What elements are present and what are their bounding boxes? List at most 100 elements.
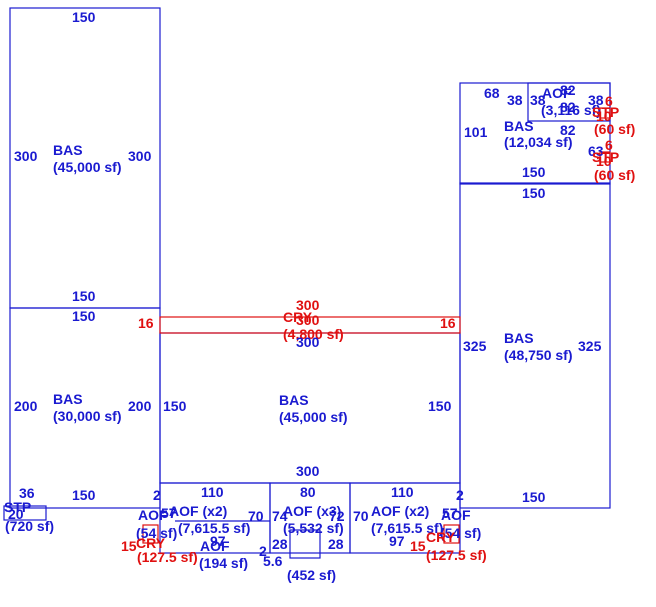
room-area: (12,034 sf): [504, 134, 572, 150]
dim-label: 20: [8, 506, 24, 522]
dim-label: 70: [353, 508, 369, 524]
dim-label: 10: [596, 108, 612, 124]
dim-label: 300: [296, 463, 320, 479]
room-area: (127.5 sf): [137, 549, 198, 565]
dim-label: 150: [72, 288, 96, 304]
dim-label: 57: [442, 505, 458, 521]
dim-label: 6: [605, 93, 613, 109]
dim-label: 110: [391, 484, 414, 500]
dim-label: 2: [259, 543, 267, 559]
dim-label: 38: [507, 92, 523, 108]
room-area: (60 sf): [594, 121, 635, 137]
room-label: BAS: [279, 392, 309, 408]
aof-bottom-center-small-outline: [289, 529, 321, 559]
cry-left-outline: [142, 524, 159, 544]
room-label: BAS: [504, 330, 534, 346]
dim-label: 70: [248, 508, 264, 524]
dim-label: 300: [296, 297, 320, 313]
stp-a-outline: [599, 107, 611, 119]
dim-label: 300: [296, 334, 320, 350]
dim-label: 38: [530, 92, 546, 108]
stp-b-outline: [599, 151, 611, 163]
room-area: (7,615.5 sf): [178, 520, 250, 536]
dim-label: 150: [522, 489, 546, 505]
dim-label: 15: [121, 538, 137, 554]
dim-label: 28: [272, 536, 288, 552]
room-label: STP: [4, 499, 31, 515]
room-label: AOF (x2): [371, 503, 429, 519]
dim-label: 6: [605, 137, 613, 153]
room-area: (30,000 sf): [53, 408, 121, 424]
dim-label: 200: [14, 398, 38, 414]
dim-label: 2: [456, 487, 464, 503]
dim-label: 80: [300, 484, 316, 500]
room-label: AOF: [542, 85, 572, 101]
room-area: (452 sf): [287, 567, 336, 583]
aof-top-right-outline: [527, 82, 611, 122]
dim-label: 300: [14, 148, 38, 164]
dim-label: 200: [128, 398, 152, 414]
dim-label: 325: [578, 338, 602, 354]
dim-label: 15: [410, 538, 426, 554]
dim-label: 82: [560, 122, 576, 138]
dim-label: 150: [522, 164, 546, 180]
dim-label: 300: [296, 312, 320, 328]
room-label: AOF: [138, 507, 168, 523]
room-label: AOF (x2): [169, 503, 227, 519]
stp-left-outline: [3, 505, 47, 521]
dim-label: 2: [153, 487, 161, 503]
room-area: (7,615.5 sf): [371, 520, 443, 536]
dim-label: 57: [161, 505, 177, 521]
dim-label: 150: [72, 487, 96, 503]
room-area: (45,000 sf): [279, 409, 347, 425]
room-label: AOF (x3): [283, 503, 341, 519]
room-area: (5,532 sf): [283, 520, 344, 536]
room-area: (3,116 sf): [541, 102, 601, 118]
dim-label: 82: [560, 99, 576, 115]
dim-label: 10: [596, 153, 612, 169]
room-label: AOF: [200, 538, 230, 554]
room-area: (720 sf): [5, 518, 54, 534]
room-area: (48,750 sf): [504, 347, 572, 363]
room-label: CRY: [283, 309, 313, 325]
dim-label: 150: [163, 398, 187, 414]
room-label: AOF: [441, 507, 471, 523]
dim-label: 150: [72, 9, 96, 25]
room-label: CRY: [136, 535, 166, 551]
cry-outline: [159, 316, 461, 334]
dim-label: 97: [389, 533, 405, 549]
room-area: (45,000 sf): [53, 159, 121, 175]
dim-label: 36: [19, 485, 35, 501]
dim-label: 38: [588, 92, 604, 108]
dim-label: 16: [138, 315, 154, 331]
dim-label: 68: [484, 85, 500, 101]
room-label: BAS: [504, 118, 534, 134]
dim-label: 300: [128, 148, 152, 164]
dim-label: 28: [328, 536, 344, 552]
room-area: (194 sf): [199, 555, 248, 571]
room-label: BAS: [53, 142, 83, 158]
room-area: (54 sf): [440, 525, 481, 541]
bas-right-outline: [459, 182, 611, 509]
dim-label: 325: [463, 338, 487, 354]
aof-bottom-right-outline: [349, 482, 461, 554]
room-area: (4,800 sf): [283, 326, 344, 342]
dim-label: 150: [428, 398, 452, 414]
room-label: BAS: [53, 391, 83, 407]
cry-right-outline: [443, 524, 460, 544]
room-label: CRY: [426, 529, 456, 545]
dim-label: 82: [560, 82, 576, 98]
dim-label: 101: [464, 124, 488, 140]
dim-label: 72: [329, 508, 345, 524]
dim-label: 16: [440, 315, 456, 331]
bas-center-outline: [159, 332, 461, 484]
dim-label: 74: [272, 508, 288, 524]
room-area: (127.5 sf): [426, 547, 487, 563]
dim-label: 5.6: [263, 553, 283, 569]
dim-label: 97: [210, 533, 226, 549]
dim-label: 110: [201, 484, 224, 500]
room-label: STP: [592, 104, 619, 120]
room-label: STP: [592, 149, 619, 165]
dim-label: 150: [72, 308, 96, 324]
